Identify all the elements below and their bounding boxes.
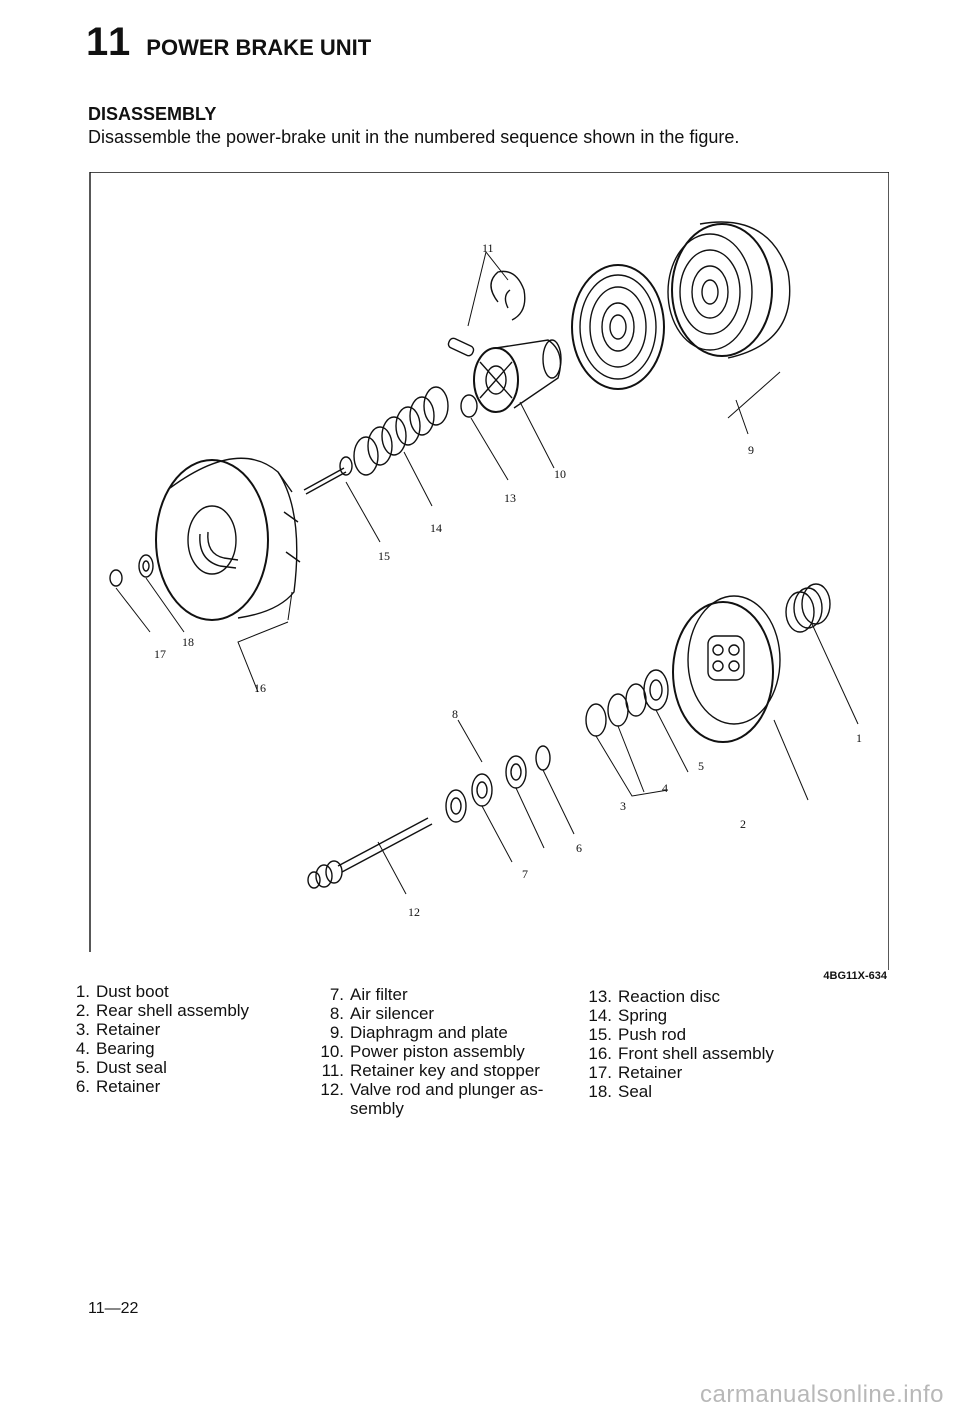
legend-item: 3.Retainer (75, 1020, 161, 1039)
callout-3: 3 (620, 799, 626, 813)
dust-boot-part (785, 583, 831, 633)
retainer-3-part (585, 703, 607, 737)
reaction-disc-part (460, 394, 478, 418)
parts-legend-column-3: 13.Reaction disc 14.Spring 15.Push rod 1… (586, 987, 846, 1101)
page-header: 11 POWER BRAKE UNIT (86, 20, 371, 65)
legend-item: 12.Valve rod and plunger as-sembly (320, 1080, 544, 1118)
legend-item: 6.Retainer (75, 1077, 161, 1096)
section-heading: DISASSEMBLY (88, 104, 217, 124)
legend-item: 1.Dust boot (75, 982, 169, 1001)
callout-11: 11 (482, 241, 494, 255)
dust-seal-part (625, 683, 647, 717)
callout-14: 14 (430, 521, 442, 535)
rear-shell-part (672, 595, 781, 743)
legend-item: 5.Dust seal (75, 1058, 167, 1077)
intro-text: Disassemble the power-brake unit in the … (88, 127, 740, 147)
spring-part (353, 386, 449, 476)
callout-7: 7 (522, 867, 528, 881)
legend-item: 9.Diaphragm and plate (329, 1023, 508, 1042)
callout-17: 17 (154, 647, 166, 661)
power-piston-part (473, 339, 562, 413)
page-number: 11—22 (88, 1300, 139, 1317)
push-rod-part (303, 456, 353, 495)
air-filter-part (505, 755, 527, 789)
seal-18-part (138, 554, 154, 578)
parts-legend-column-2: 7.Air filter 8.Air silencer 9.Diaphragm … (318, 985, 588, 1118)
callout-12: 12 (408, 905, 420, 919)
callout-16: 16 (254, 681, 266, 695)
figure-drawing: 1 2 3 4 5 6 7 8 9 10 11 12 13 14 15 16 1… (89, 172, 889, 970)
front-shell-part (155, 457, 301, 621)
parts-legend-column-1: 1.Dust boot 2.Rear shell assembly 3.Reta… (64, 982, 304, 1096)
legend-item: 13.Reaction disc (588, 987, 721, 1006)
retainer-17-part (109, 569, 123, 587)
bearing-part (607, 693, 629, 727)
callout-9: 9 (748, 443, 754, 457)
chapter-number: 11 (86, 20, 133, 64)
callout-18: 18 (182, 635, 194, 649)
valve-rod-part (307, 817, 433, 889)
diaphragm-and-plate-part (571, 221, 791, 390)
legend-item: 8.Air silencer (329, 1004, 435, 1023)
retainer-key-part (447, 270, 526, 357)
callouts: 1 2 3 4 5 6 7 8 9 10 11 12 13 14 15 16 1… (154, 241, 862, 919)
legend-item: 2.Rear shell assembly (75, 1001, 250, 1020)
callout-1: 1 (856, 731, 862, 745)
legend-item: 14.Spring (588, 1006, 668, 1025)
exploded-view-figure: 1 2 3 4 5 6 7 8 9 10 11 12 13 14 15 16 1… (88, 172, 889, 982)
watermark: carmanualsonline.info (700, 1381, 944, 1408)
air-silencer-part (471, 773, 493, 807)
callout-4: 4 (662, 781, 668, 795)
legend-item: 16.Front shell assembly (588, 1044, 774, 1063)
legend-item: 7.Air filter (329, 985, 408, 1004)
legend-item: 18.Seal (588, 1082, 653, 1101)
legend-item: 17.Retainer (588, 1063, 683, 1082)
callout-10: 10 (554, 467, 566, 481)
callout-15: 15 (378, 549, 390, 563)
retainer-6-part (535, 745, 551, 771)
legend-item: 11.Retainer key and stopper (321, 1061, 540, 1080)
legend-item: 4.Bearing (75, 1039, 155, 1058)
callout-8: 8 (452, 707, 458, 721)
callout-2: 2 (740, 817, 746, 831)
figure-id: 4BG11X-634 (823, 970, 887, 982)
callout-13: 13 (504, 491, 516, 505)
callout-6: 6 (576, 841, 582, 855)
callout-5: 5 (698, 759, 704, 773)
legend-item: 10.Power piston assembly (320, 1042, 525, 1061)
chapter-title: POWER BRAKE UNIT (146, 35, 372, 60)
legend-item: 15.Push rod (588, 1025, 687, 1044)
